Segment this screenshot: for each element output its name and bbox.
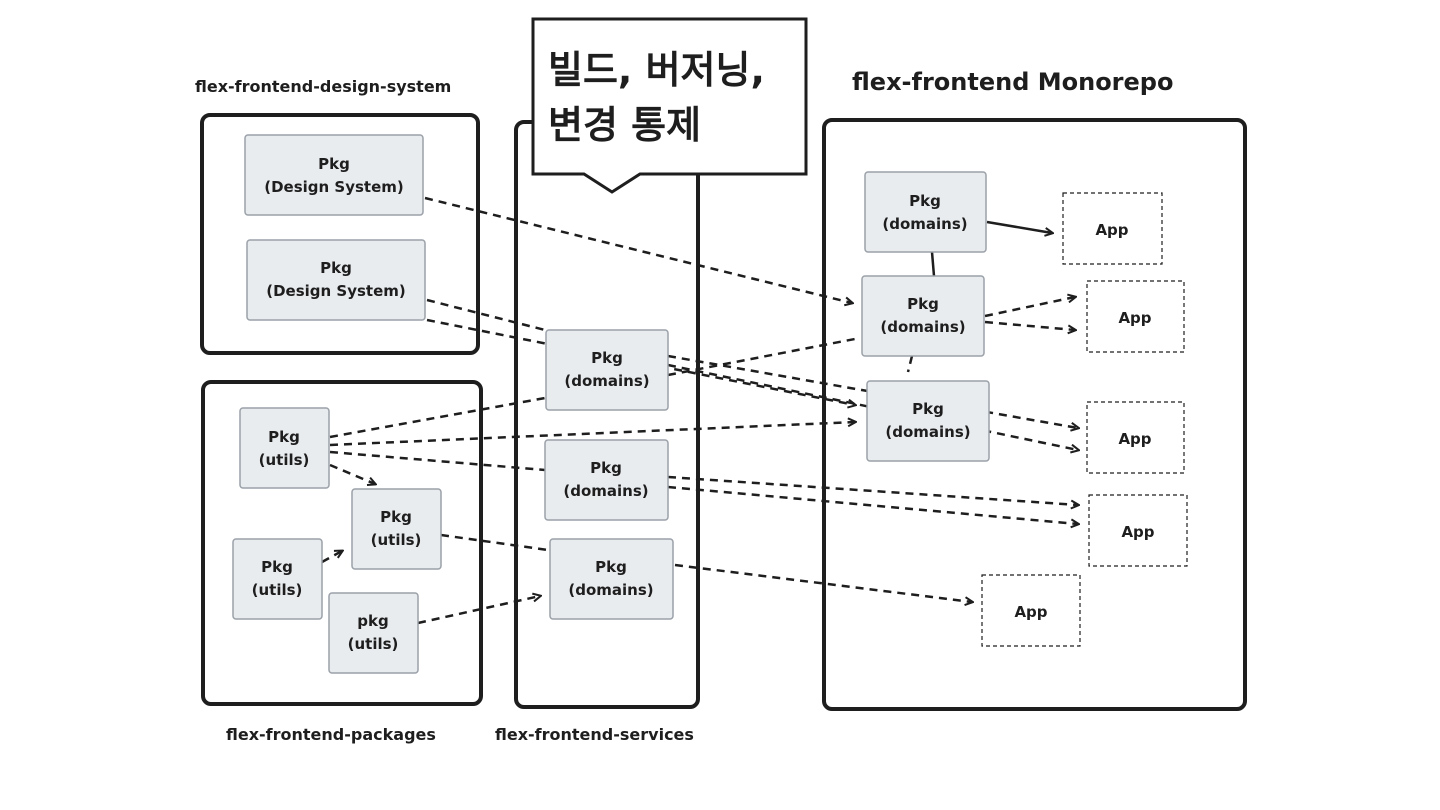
edge-m1-app1 <box>986 220 1052 233</box>
edge-ds2-s1 <box>426 298 546 332</box>
node-ds1-line2: (Design System) <box>264 178 404 196</box>
node-m1-line1: Pkg <box>909 192 941 210</box>
edge-u1-s2 <box>329 450 546 472</box>
node-ds2-line2: (Design System) <box>266 282 406 300</box>
node-app1: App <box>1062 192 1163 265</box>
node-u4-line1: pkg <box>357 612 388 630</box>
node-app4: App <box>1088 494 1188 567</box>
group-label-packages: flex-frontend-packages <box>226 725 436 744</box>
node-u3-line2: (utils) <box>252 581 303 599</box>
node-m1: Pkg (domains) <box>864 171 987 253</box>
node-s3-line2: (domains) <box>568 581 653 599</box>
node-s2: Pkg (domains) <box>544 439 669 521</box>
node-u1: Pkg (utils) <box>239 407 330 489</box>
edge-u1-u2 <box>329 463 375 484</box>
node-u3: Pkg (utils) <box>232 538 323 620</box>
edge-m2-app2b <box>984 320 1075 330</box>
group-label-monorepo: flex-frontend Monorepo <box>852 68 1173 96</box>
node-u1-line2: (utils) <box>259 451 310 469</box>
node-s3-line1: Pkg <box>595 558 627 576</box>
node-app3-label: App <box>1118 430 1151 448</box>
edge-s2-app4a <box>667 475 1078 505</box>
node-app3: App <box>1086 401 1185 474</box>
node-m1-line2: (domains) <box>882 215 967 233</box>
node-m3-line1: Pkg <box>912 400 944 418</box>
callout-line2: 변경 통제 <box>548 103 701 147</box>
node-m2-line2: (domains) <box>880 318 965 336</box>
node-u1-line1: Pkg <box>268 428 300 446</box>
node-app2-label: App <box>1118 309 1151 327</box>
edge-s3-app5 <box>674 563 972 602</box>
node-app5: App <box>981 574 1081 647</box>
node-ds1-line1: Pkg <box>318 155 350 173</box>
node-u2-line2: (utils) <box>371 531 422 549</box>
node-s2-line2: (domains) <box>563 482 648 500</box>
node-app1-label: App <box>1095 221 1128 239</box>
edge-u1-m3 <box>329 422 855 447</box>
callout-bubble: 빌드, 버저닝, 변경 통제 <box>531 17 808 194</box>
callout-line1: 빌드, 버저닝, <box>548 48 765 92</box>
node-s3: Pkg (domains) <box>549 538 674 620</box>
node-m2-line1: Pkg <box>907 295 939 313</box>
node-m3: Pkg (domains) <box>866 380 990 462</box>
node-u4-line2: (utils) <box>348 635 399 653</box>
connectors <box>321 196 1078 625</box>
edge-s2-app4b <box>667 485 1078 524</box>
group-design-system <box>200 113 480 355</box>
node-app5-label: App <box>1014 603 1047 621</box>
edge-u2-s3 <box>440 533 549 552</box>
node-u2: Pkg (utils) <box>351 488 442 570</box>
node-app4-label: App <box>1121 523 1154 541</box>
group-label-design-system: flex-frontend-design-system <box>195 77 451 96</box>
node-u2-line1: Pkg <box>380 508 412 526</box>
node-u3-line1: Pkg <box>261 558 293 576</box>
node-ds1: Pkg (Design System) <box>244 134 424 216</box>
edge-m2-m3 <box>906 355 914 373</box>
edge-ds2-m3 <box>426 318 855 405</box>
node-ds2: Pkg (Design System) <box>246 239 426 321</box>
node-s1-line1: Pkg <box>591 349 623 367</box>
node-u4: pkg (utils) <box>328 592 419 674</box>
node-s1: Pkg (domains) <box>545 329 669 411</box>
node-m2: Pkg (domains) <box>861 275 985 357</box>
node-app2: App <box>1086 280 1185 353</box>
edge-ds1-m2 <box>424 196 852 303</box>
group-monorepo <box>822 118 1247 711</box>
edge-m2-app2a <box>984 297 1075 318</box>
node-s1-line2: (domains) <box>564 372 649 390</box>
edge-u4-s3 <box>417 596 540 625</box>
edge-s1-m2 <box>667 336 861 377</box>
group-label-services: flex-frontend-services <box>495 725 694 744</box>
group-packages <box>201 380 483 706</box>
edge-u3-u2 <box>321 551 342 564</box>
edge-u1-s1 <box>329 396 546 439</box>
node-ds2-line1: Pkg <box>320 259 352 277</box>
node-m3-line2: (domains) <box>885 423 970 441</box>
node-s2-line1: Pkg <box>590 459 622 477</box>
